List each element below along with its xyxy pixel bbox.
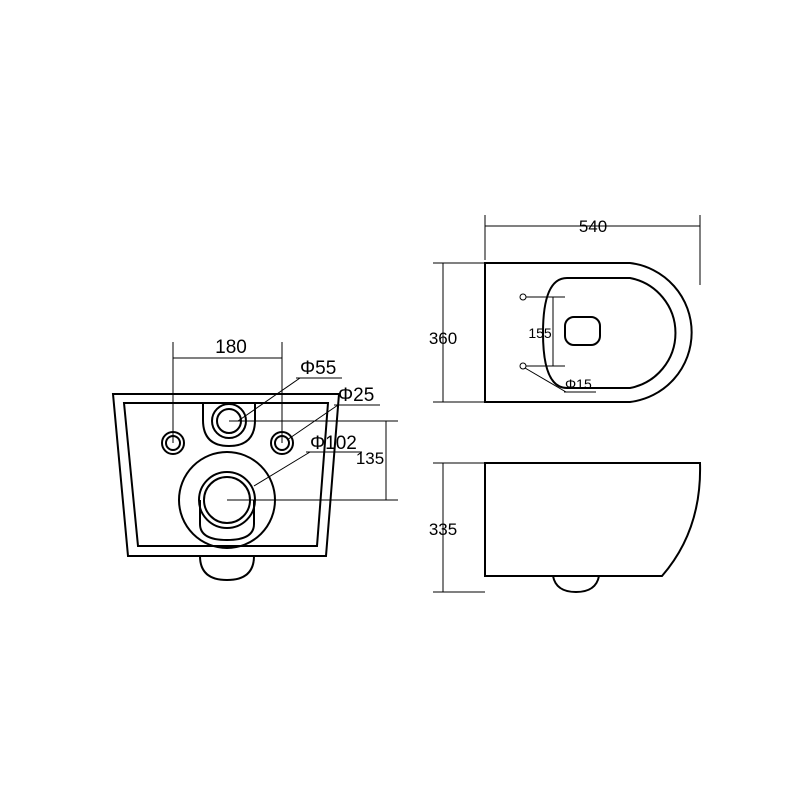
front-foot <box>199 555 255 582</box>
waste-recess-u <box>199 500 255 542</box>
fixing-hole-top <box>519 293 527 301</box>
side-view: 335 <box>429 462 702 594</box>
side-foot <box>552 575 600 594</box>
outlet-recess <box>202 403 256 448</box>
dim-335: 335 <box>429 520 457 539</box>
top-drain-slot <box>564 316 601 346</box>
top-bowl <box>541 277 677 389</box>
dim-180: 180 <box>215 337 247 358</box>
dim-360: 360 <box>429 329 457 348</box>
dim-bolt: Φ25 <box>338 385 374 406</box>
front-body-outer <box>111 393 341 557</box>
front-view: 180 Φ55 Φ25 Φ102 135 <box>111 337 398 582</box>
front-body-inner <box>122 402 330 547</box>
dim-outlet: Φ55 <box>300 358 336 379</box>
dim-155: 155 <box>528 325 552 341</box>
dim-hole: Φ15 <box>565 376 592 392</box>
top-body-outer <box>484 262 693 403</box>
side-body <box>484 462 702 577</box>
dim-540: 540 <box>579 217 607 236</box>
top-view: 540 360 155 Φ15 <box>429 215 701 403</box>
dim-waste: Φ102 <box>310 433 357 454</box>
dim-135: 135 <box>356 449 384 468</box>
